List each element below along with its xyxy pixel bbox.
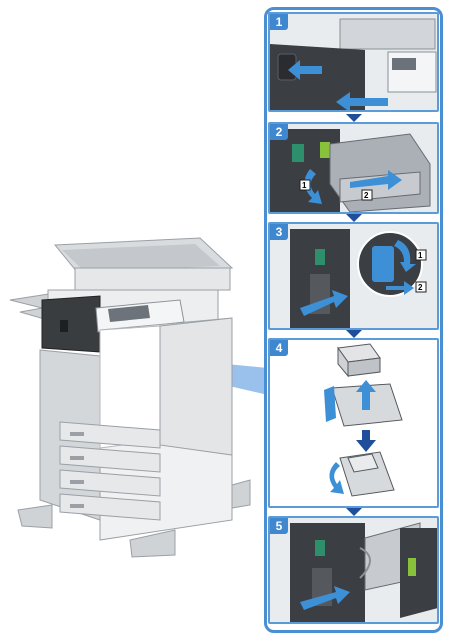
arrow-up-icon (356, 380, 376, 410)
step-4-panel: 4 (268, 338, 439, 508)
step-1-illustration (270, 14, 437, 110)
arrow-left-icon (336, 92, 388, 110)
step-5-panel: 5 (268, 516, 439, 624)
step-3-panel: 1 2 3 (268, 222, 439, 330)
step-number-badge: 1 (270, 14, 288, 30)
arrow-right-icon (300, 290, 348, 316)
callout-1: 1 (302, 181, 307, 190)
down-arrow-icon (346, 508, 362, 516)
curved-arrow-icon (304, 169, 322, 204)
down-arrow-icon (346, 330, 362, 338)
step-1-panel: 1 (268, 12, 439, 112)
step-2-panel: 1 2 2 (268, 122, 439, 214)
callout-2: 2 (364, 191, 369, 200)
step-number-badge: 2 (270, 124, 288, 140)
callout-1: 1 (418, 251, 423, 260)
down-arrow-icon (346, 114, 362, 122)
callout-2: 2 (418, 283, 423, 292)
step-number-badge: 5 (270, 518, 288, 534)
down-arrow-icon (346, 214, 362, 222)
step-number-badge: 3 (270, 224, 288, 240)
copier-illustration (9, 237, 265, 558)
arrow-left-icon (288, 60, 322, 80)
arrow-right-icon (300, 586, 350, 610)
step-4-illustration (270, 340, 437, 506)
step-2-illustration: 1 2 (270, 124, 437, 212)
curved-arrow-icon (394, 240, 416, 272)
step-3-illustration: 1 2 (270, 224, 437, 328)
step-number-badge: 4 (270, 340, 288, 356)
curved-arrow-icon (329, 462, 344, 494)
step-5-illustration (270, 518, 437, 622)
arrow-right-icon (386, 281, 414, 295)
arrow-down-icon (356, 430, 376, 452)
finisher-unit (41, 295, 101, 353)
arrow-right-icon (350, 170, 402, 190)
